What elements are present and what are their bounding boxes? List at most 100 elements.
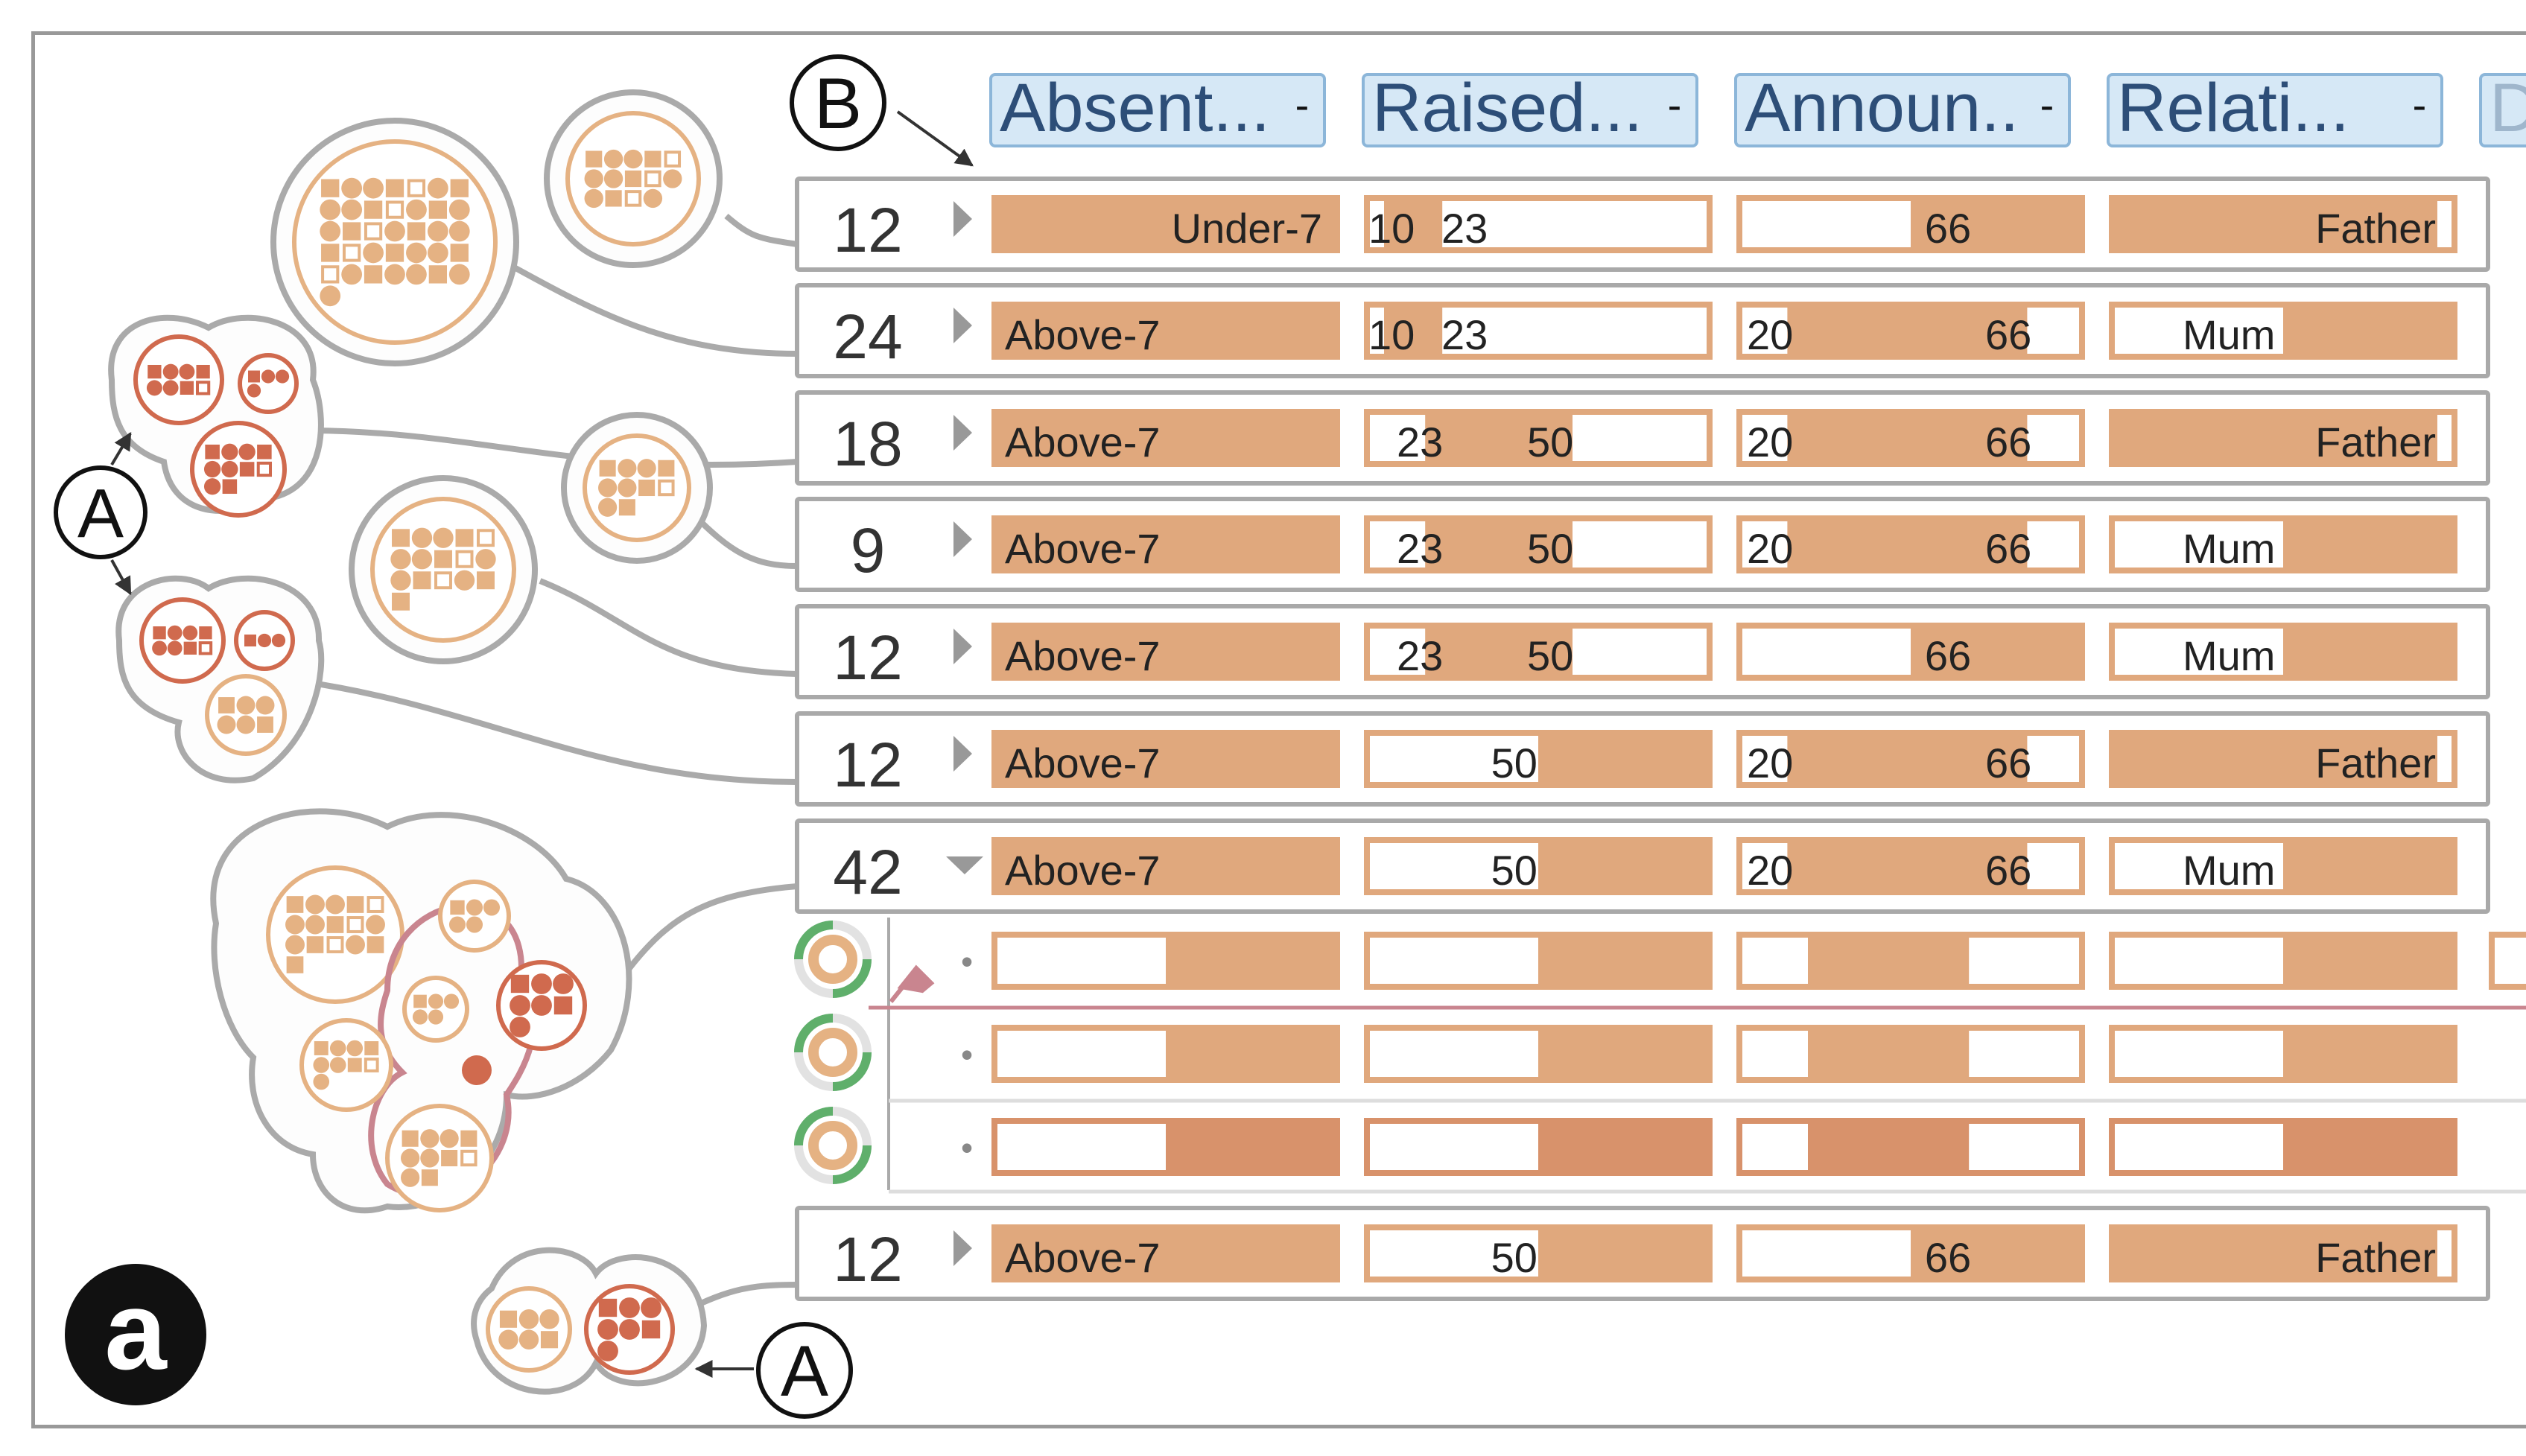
sub-row[interactable]: •: [794, 921, 2526, 998]
column-header-3[interactable]: Announ..-: [1734, 70, 2071, 147]
absent-label: Above-7: [1005, 1234, 1161, 1281]
member-circle-glyph: [539, 1309, 559, 1329]
bar-fill: [994, 518, 1337, 570]
member-circle-glyph: [448, 264, 470, 285]
member-circle-glyph: [384, 264, 405, 285]
bar-fill: [1166, 1121, 1337, 1173]
member-square-glyph: [147, 364, 162, 379]
item-glyph: [808, 935, 857, 984]
panel-frame: [31, 31, 2526, 1428]
relation-label: Mum: [2183, 525, 2275, 572]
member-square-glyph: [306, 936, 324, 953]
bar-fill: [1538, 935, 1710, 987]
member-square-glyph: [510, 974, 530, 994]
expand-triangle-icon[interactable]: [953, 201, 972, 237]
member-circle-glyph: [663, 169, 682, 188]
member-circle-glyph: [510, 995, 530, 1016]
expand-triangle-icon[interactable]: [953, 629, 972, 664]
column-header-box[interactable]: [1362, 73, 1698, 147]
ring-progress: [832, 959, 872, 998]
sub-cluster-ring: [205, 674, 287, 756]
member-square-glyph: [366, 936, 384, 953]
absent-label: Above-7: [1005, 632, 1161, 679]
column-header-box[interactable]: [2107, 73, 2443, 147]
sub-cluster-ring: [139, 597, 226, 684]
expand-triangle-icon[interactable]: [953, 736, 972, 772]
row-count: 24: [833, 302, 902, 372]
column-header-box[interactable]: [989, 73, 1326, 147]
member-square-glyph: [286, 896, 304, 913]
announ-label-low: 20: [1747, 847, 1793, 894]
member-circle-glyph: [618, 478, 637, 497]
raised-label-low: 10: [1368, 205, 1415, 252]
bar-fill: [1384, 198, 1443, 250]
expand-triangle-icon[interactable]: [953, 308, 972, 343]
member-square-glyph: [321, 179, 340, 197]
cluster-group-large[interactable]: [210, 808, 632, 1214]
sub-cluster-ring: [486, 1286, 572, 1373]
column-header-2[interactable]: Raised...-: [1362, 70, 1698, 147]
raised-label: 50: [1491, 1234, 1538, 1281]
column-header-box[interactable]: [2479, 73, 2526, 147]
member-square-glyph: [428, 265, 448, 284]
subrow-bullet: •: [961, 1035, 973, 1074]
expand-triangle-icon[interactable]: [953, 415, 972, 451]
column-header-1[interactable]: Absent...-: [989, 70, 1326, 147]
member-square-glyph: [180, 381, 194, 395]
member-circle-glyph: [420, 1148, 439, 1168]
panel-badge: [65, 1264, 206, 1405]
cluster-link: [724, 213, 798, 247]
member-circle-glyph: [584, 188, 603, 209]
row-count: 12: [833, 730, 902, 800]
cluster-row-2[interactable]: [270, 118, 519, 366]
member-square-glyph: [342, 222, 361, 241]
cluster-inner-ring: [370, 497, 516, 643]
member-square-glyph: [239, 462, 255, 477]
expand-triangle-icon[interactable]: [953, 1230, 972, 1266]
cluster-link: [494, 254, 798, 357]
member-square-glyph: [392, 592, 410, 611]
column-header-4[interactable]: Relati...-: [2107, 70, 2443, 147]
cluster-row-1[interactable]: [544, 89, 723, 268]
column-header-5[interactable]: D: [2479, 70, 2526, 147]
label-circle: [54, 465, 147, 559]
cluster-group-outline[interactable]: [115, 575, 325, 783]
sub-row[interactable]: •: [794, 1014, 2457, 1091]
expand-triangle-icon[interactable]: [953, 521, 972, 557]
cluster-group-a3[interactable]: [471, 1247, 708, 1395]
announ-label: 66: [1925, 1234, 1971, 1281]
column-header-box[interactable]: [1734, 73, 2071, 147]
member-circle-glyph: [427, 177, 448, 199]
member-circle-glyph: [553, 973, 574, 994]
bar-fill: [1425, 412, 1573, 464]
member-circle-glyph: [510, 1017, 530, 1037]
member-circle-glyph: [363, 242, 384, 264]
cluster-group-a1[interactable]: [108, 314, 324, 518]
cluster-group-a2[interactable]: [115, 575, 325, 783]
cluster-row-5[interactable]: [349, 475, 538, 664]
member-square-outline-glyph: [385, 200, 404, 219]
cluster-inner-ring: [292, 139, 498, 345]
member-square-outline-glyph: [460, 1149, 477, 1167]
member-circle-glyph: [152, 640, 167, 656]
member-circle-glyph: [401, 1168, 420, 1187]
member-circle-glyph: [603, 149, 623, 169]
table-view: Absent...- Raised...- Announ..- Relati...- D…: [794, 70, 2526, 1301]
member-square-glyph: [364, 1041, 379, 1055]
cluster-row-3[interactable]: [561, 412, 713, 564]
sub-row[interactable]: •: [794, 1107, 2457, 1184]
bar-fill: [2112, 1227, 2437, 1279]
collapse-triangle-icon[interactable]: [946, 856, 983, 874]
member-circle-glyph: [531, 995, 552, 1016]
cluster-link: [301, 678, 798, 785]
pin-icon[interactable]: [889, 964, 935, 1003]
sub-cluster-ring: [438, 880, 511, 953]
